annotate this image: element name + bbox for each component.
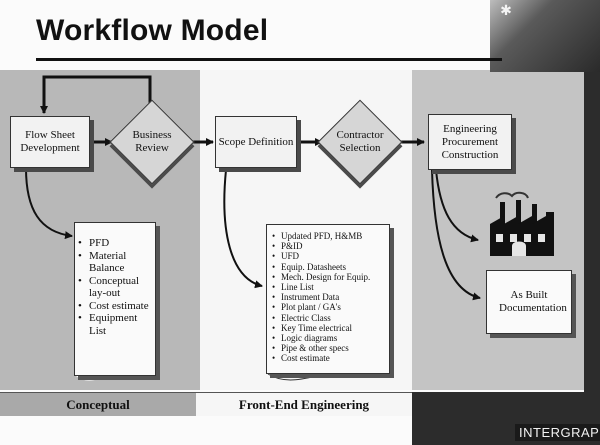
as-built-documentation-document: As Built Documentation: [486, 270, 572, 334]
list-item: Pipe & other specs: [272, 343, 389, 353]
feed-deliverables-list: Updated PFD, H&MB P&ID UFD Equip. Datash…: [267, 225, 389, 364]
epc-box: Engineering Procurement Construction: [428, 114, 512, 170]
scope-definition-label: Scope Definition: [218, 135, 294, 148]
arrow-epc-asbuilt: [431, 169, 481, 301]
conceptual-deliverables-document: PFD Material Balance Conceptual lay-out …: [74, 222, 156, 376]
conceptual-phase-label: Conceptual: [66, 397, 130, 412]
list-item: P&ID: [272, 241, 389, 251]
factory-icon: [490, 191, 554, 256]
feed-deliverables-document: Updated PFD, H&MB P&ID UFD Equip. Datash…: [266, 224, 390, 374]
page-title: Workflow Model: [36, 14, 269, 47]
list-item: Electric Class: [272, 313, 389, 323]
scope-definition-box: Scope Definition: [215, 116, 297, 168]
epc-label: Engineering Procurement Construction: [441, 122, 499, 161]
list-item: Equip. Datasheets: [272, 262, 389, 272]
business-review-label: Business Review: [132, 129, 172, 154]
front-end-phase-label: Front-End Engineering: [238, 397, 370, 412]
contractor-selection-decision: Contractor Selection: [317, 99, 403, 185]
list-item: Conceptual lay-out: [78, 275, 155, 300]
arrow-flowsheet-doc: [25, 167, 73, 240]
list-item: Plot plant / GA's: [272, 302, 389, 312]
contractor-selection-label: Contractor Selection: [336, 129, 384, 154]
list-item: Key Time electrical: [272, 323, 389, 333]
list-item: PFD: [78, 237, 155, 250]
list-item: Cost estimate: [78, 300, 155, 313]
title-divider: [36, 58, 502, 61]
arrow-epc-factory: [435, 169, 479, 243]
list-item: UFD: [272, 251, 389, 261]
arrow-scope-doc: [223, 169, 263, 289]
conceptual-phase-label-bar: Conceptual: [0, 392, 196, 417]
intergraph-logo-icon: ✱: [500, 3, 512, 19]
flow-sheet-development-box: Flow Sheet Development: [10, 116, 90, 168]
business-review-decision: Business Review: [109, 99, 195, 185]
intergraph-brand: INTERGRAPH: [515, 424, 600, 441]
list-item: Equipment List: [78, 312, 155, 337]
list-item: Line List: [272, 282, 389, 292]
right-edge-band: [584, 60, 600, 400]
flow-sheet-label: Flow Sheet Development: [20, 129, 80, 154]
as-built-label: As Built Documentation: [499, 289, 567, 314]
list-item: Logic diagrams: [272, 333, 389, 343]
list-item: Updated PFD, H&MB: [272, 231, 389, 241]
execution-phase-label-bar: [412, 392, 600, 416]
list-item: Instrument Data: [272, 292, 389, 302]
list-item: Material Balance: [78, 250, 155, 275]
front-end-phase-label-bar: Front-End Engineering: [196, 392, 412, 417]
conceptual-deliverables-list: PFD Material Balance Conceptual lay-out …: [75, 223, 155, 337]
list-item: Cost estimate: [272, 353, 389, 363]
list-item: Mech. Design for Equip.: [272, 272, 389, 282]
corner-graphic: [490, 0, 600, 72]
feedback-arrow: [40, 75, 152, 114]
